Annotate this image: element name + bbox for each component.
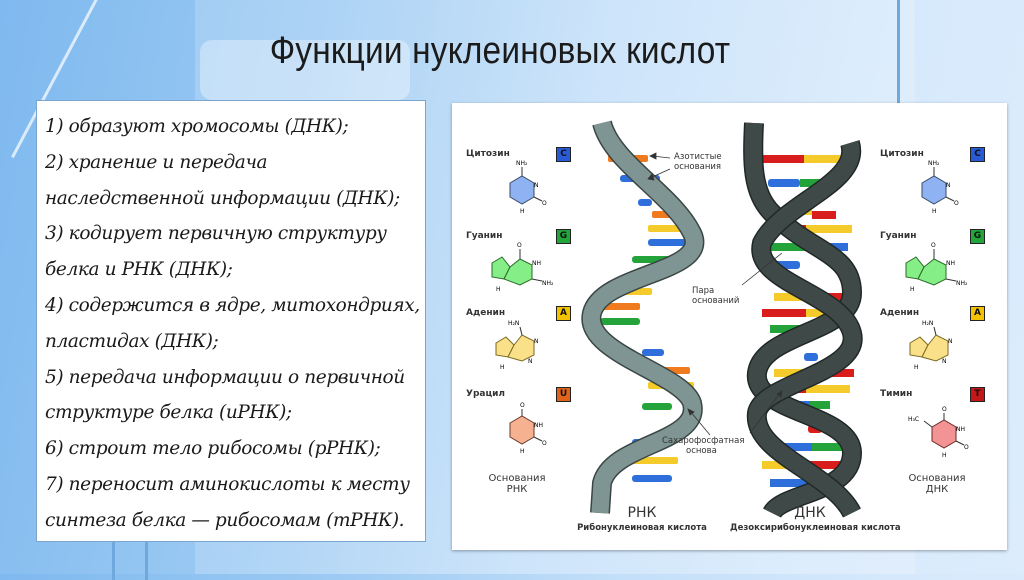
rna-base-name-adenine: Аденин <box>466 308 506 318</box>
rna-helix-icon <box>581 119 705 514</box>
annotation-sugar-phosphate-1: Сахарофосфатная <box>662 436 744 446</box>
caption-line: ДНК <box>925 484 949 495</box>
rna-full-name: Рибонуклеиновая кислота <box>577 523 707 533</box>
background-vertical-line <box>145 540 148 580</box>
svg-text:H: H <box>520 208 525 215</box>
svg-text:O: O <box>931 242 936 249</box>
guanine-molecule-icon: O NH NH₂ H <box>491 242 554 293</box>
functions-text-box: 1) образуют хромосомы (ДНК); 2) хранение… <box>36 100 426 542</box>
annotation-base-pair-1: Пара <box>692 286 714 296</box>
svg-text:H: H <box>914 364 919 371</box>
badge-c: C <box>970 147 985 162</box>
caption-line: РНК <box>506 484 528 495</box>
svg-text:N: N <box>534 338 539 345</box>
caption-line: Основания <box>908 473 966 484</box>
badge-g: G <box>556 229 571 244</box>
cytosine-molecule-icon: NH₂ N H O <box>921 160 959 215</box>
dna-bases-caption: Основания ДНК <box>902 473 972 495</box>
thymine-molecule-icon: O H₃C NH H O <box>908 406 969 459</box>
dna-helix-icon <box>743 122 863 520</box>
svg-text:N: N <box>534 182 539 189</box>
svg-text:O: O <box>517 242 522 249</box>
svg-text:H: H <box>496 286 501 293</box>
annotation-nitrogen-bases-2: основания <box>674 162 721 172</box>
svg-text:O: O <box>964 444 969 451</box>
function-line: 6) строит тело рибосомы (рРНК); <box>45 438 381 460</box>
rna-label: РНК <box>627 505 657 521</box>
caption-line: Основания <box>488 473 546 484</box>
badge-g: G <box>970 229 985 244</box>
slide-title: Функции нуклеиновых кислот <box>269 30 731 72</box>
function-line: синтеза белка — рибосомам (тРНК). <box>45 509 405 531</box>
annotation-sugar-phosphate-2: основа <box>686 446 717 456</box>
function-line: структуре белка (иРНК); <box>45 402 292 424</box>
diagram-graphics: NH₂ N H O O NH NH₂ H H₂N N N H <box>491 119 969 520</box>
svg-text:N: N <box>942 358 947 365</box>
annotation-base-pair-2: оснований <box>692 296 739 306</box>
dna-full-name: Дезоксирибонуклеиновая кислота <box>730 523 901 533</box>
svg-text:H₂N: H₂N <box>508 320 519 327</box>
svg-text:O: O <box>520 402 525 409</box>
adenine-molecule-icon: H₂N N N H <box>909 320 953 371</box>
badge-a: A <box>556 306 571 321</box>
background-vertical-line <box>112 540 115 580</box>
cytosine-molecule-icon: NH₂ N H O <box>509 160 547 215</box>
svg-text:H₃C: H₃C <box>908 416 919 423</box>
svg-text:NH: NH <box>946 260 955 267</box>
rna-bases-caption: Основания РНК <box>482 473 552 495</box>
rna-base-name-uracil: Урацил <box>466 389 506 399</box>
svg-text:NH: NH <box>532 260 541 267</box>
svg-text:NH: NH <box>956 426 965 433</box>
svg-text:H: H <box>520 448 525 455</box>
svg-text:H: H <box>500 364 505 371</box>
dna-base-name-cytosine: Цитозин <box>880 149 924 159</box>
svg-text:NH₂: NH₂ <box>542 280 554 287</box>
svg-text:NH₂: NH₂ <box>516 160 528 167</box>
function-line: 5) передача информации о первичной <box>45 366 405 388</box>
svg-text:O: O <box>542 200 547 207</box>
function-line: 4) содержится в ядре, митохондриях, <box>45 294 420 316</box>
svg-text:H: H <box>910 286 915 293</box>
annotation-arrows <box>647 152 783 436</box>
svg-text:NH: NH <box>534 422 543 429</box>
svg-text:O: O <box>954 200 959 207</box>
function-line: наследственной информации (ДНК); <box>45 187 400 209</box>
function-line: 2) хранение и передача <box>45 151 268 173</box>
function-line: 3) кодирует первичную структуру <box>45 223 387 245</box>
dna-base-name-thymine: Тимин <box>880 389 913 399</box>
svg-text:N: N <box>946 182 951 189</box>
svg-text:N: N <box>948 338 953 345</box>
rna-dna-diagram: Цитозин C Гуанин G Аденин A Урацил U Осн… <box>452 103 1007 550</box>
function-line: 7) переносит аминокислоты к месту <box>45 473 410 495</box>
svg-text:H₂N: H₂N <box>922 320 933 327</box>
rna-base-name-guanine: Гуанин <box>466 231 503 241</box>
svg-text:NH₂: NH₂ <box>928 160 940 167</box>
dna-base-name-adenine: Аденин <box>880 308 920 318</box>
adenine-molecule-icon: H₂N N N H <box>495 320 539 371</box>
svg-text:H: H <box>932 208 937 215</box>
guanine-molecule-icon: O NH NH₂ H <box>905 242 968 293</box>
annotation-nitrogen-bases-1: Азотистые <box>674 152 722 162</box>
svg-text:N: N <box>528 358 533 365</box>
function-line: белка и РНК (ДНК); <box>45 259 233 281</box>
rna-base-name-cytosine: Цитозин <box>466 149 510 159</box>
badge-c: C <box>556 147 571 162</box>
svg-text:NH₂: NH₂ <box>956 280 968 287</box>
function-line: 1) образуют хромосомы (ДНК); <box>45 116 349 137</box>
badge-t: T <box>970 387 985 402</box>
svg-text:O: O <box>542 440 547 447</box>
svg-text:O: O <box>942 406 947 413</box>
dna-base-name-guanine: Гуанин <box>880 231 917 241</box>
badge-u: U <box>556 387 571 402</box>
badge-a: A <box>970 306 985 321</box>
uracil-molecule-icon: O NH H O <box>509 402 547 455</box>
dna-label: ДНК <box>794 505 826 521</box>
svg-text:H: H <box>942 452 947 459</box>
function-line: пластидах (ДНК); <box>45 330 219 352</box>
